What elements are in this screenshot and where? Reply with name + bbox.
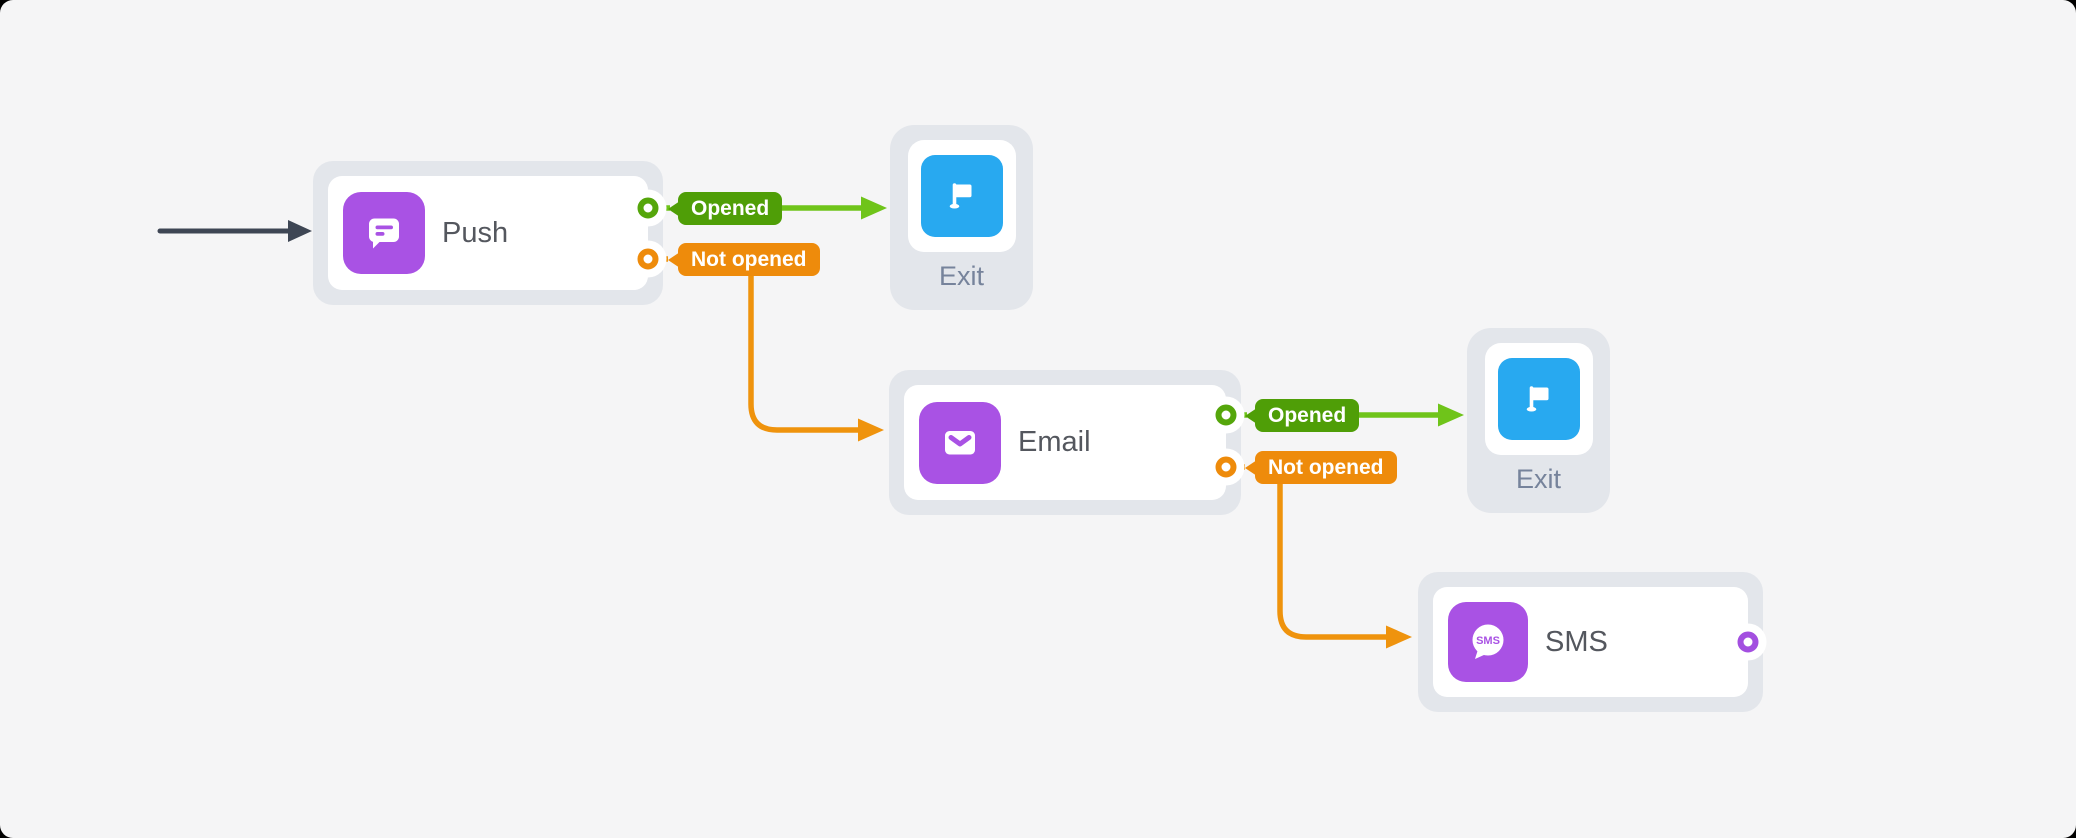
node-sms[interactable]: SMS SMS — [1418, 572, 1763, 712]
push-node-label: Push — [442, 216, 509, 249]
port-email-not-opened[interactable] — [1215, 456, 1237, 478]
port-email-opened[interactable] — [1215, 404, 1237, 426]
exit-icon-frame — [1484, 343, 1593, 455]
push-message-icon — [343, 192, 425, 274]
edge-email-opened — [1352, 403, 1464, 427]
envelope-icon — [919, 401, 1001, 484]
badge-email-not-opened[interactable]: Not opened — [1255, 451, 1397, 484]
flag-icon — [1497, 358, 1580, 440]
exit-icon-frame — [907, 140, 1016, 252]
badge-push-opened[interactable]: Opened — [678, 192, 783, 225]
sms-bubble-icon: SMS — [1448, 602, 1528, 682]
badge-email-opened[interactable]: Opened — [1255, 399, 1360, 432]
port-sms-output[interactable] — [1737, 631, 1759, 653]
email-node-label: Email — [1018, 426, 1091, 458]
node-push[interactable]: Push — [313, 161, 663, 305]
exit-node-top[interactable]: Exit — [890, 125, 1033, 310]
edge-push-opened — [775, 196, 887, 220]
exit-node-label: Exit — [1515, 464, 1561, 494]
port-push-opened[interactable] — [637, 197, 659, 219]
edge-entry-arrow — [157, 220, 312, 242]
sms-card: SMS SMS — [1433, 587, 1748, 697]
exit-node-label: Exit — [938, 261, 984, 291]
sms-node-label: SMS — [1545, 625, 1608, 658]
flag-icon — [920, 155, 1003, 237]
exit-node-middle[interactable]: Exit — [1467, 328, 1610, 513]
push-card: Push — [328, 176, 648, 290]
port-push-not-opened[interactable] — [637, 248, 659, 270]
edge-email-not-opened — [1277, 479, 1412, 649]
badge-push-not-opened[interactable]: Not opened — [678, 243, 820, 276]
edge-push-not-opened — [748, 271, 884, 442]
email-card: Email — [904, 385, 1226, 500]
sms-icon-text: SMS — [1476, 635, 1500, 647]
node-email[interactable]: Email — [889, 370, 1241, 515]
